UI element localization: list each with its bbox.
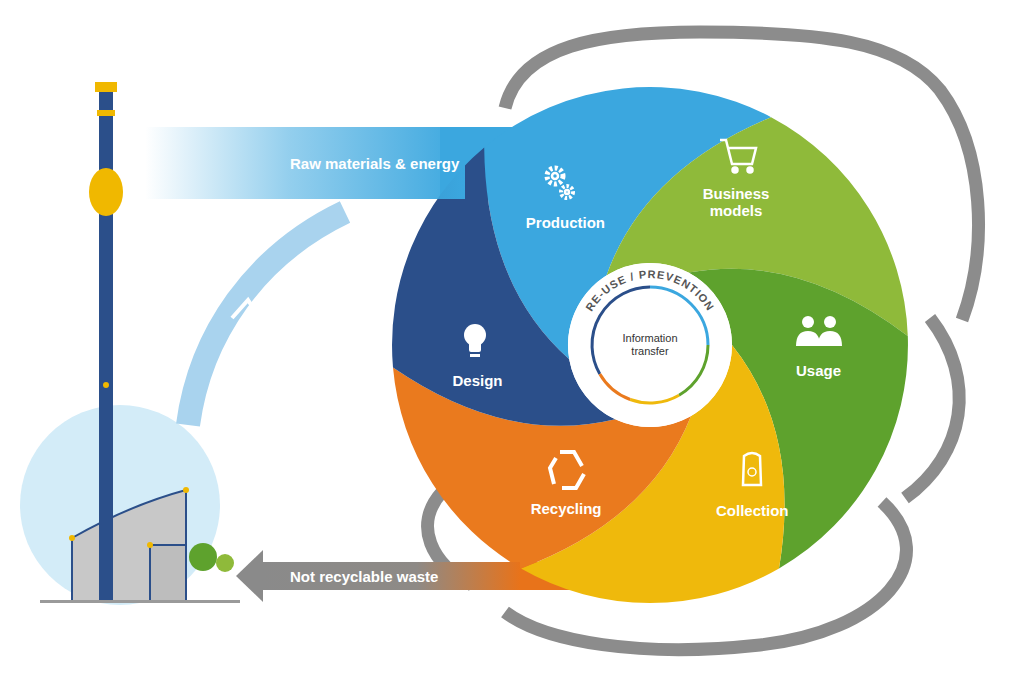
chimney-ring bbox=[97, 110, 115, 116]
ring-arc bbox=[679, 345, 708, 395]
label-text: Collection bbox=[716, 502, 789, 519]
label-text: Not recyclable waste bbox=[290, 568, 438, 585]
sector-label: Design bbox=[449, 369, 506, 392]
energy-return-arrow bbox=[188, 212, 345, 425]
people-icon bbox=[796, 316, 842, 346]
plant-halo bbox=[20, 405, 220, 605]
chimney bbox=[99, 82, 113, 602]
center-circle: RE-USE / PREVENTION Information transfer bbox=[565, 260, 735, 430]
bin-icon bbox=[743, 453, 761, 485]
tree bbox=[189, 543, 217, 571]
label-text: Usage bbox=[795, 362, 841, 379]
label-text: Production bbox=[525, 214, 605, 231]
sector-label: Recycling bbox=[528, 497, 605, 520]
ring-ground bbox=[568, 263, 732, 427]
sector-label: Usage bbox=[792, 359, 844, 382]
cart-icon bbox=[720, 140, 756, 173]
label-text: Design bbox=[452, 372, 503, 389]
chimney-cap bbox=[95, 82, 117, 92]
label-text: Recycling bbox=[531, 500, 602, 517]
plant-building bbox=[72, 490, 186, 602]
plant-light bbox=[69, 535, 75, 541]
ring-arc bbox=[630, 395, 679, 403]
ring-arc bbox=[600, 374, 630, 400]
energy-chevron bbox=[232, 300, 262, 322]
gears-icon bbox=[547, 168, 573, 198]
bulb-icon bbox=[464, 324, 486, 357]
center-text: Information transfer bbox=[605, 320, 695, 370]
input-band: Raw materials & energy bbox=[145, 127, 465, 199]
sector-label: Business models bbox=[688, 182, 784, 222]
ring-text: RE-USE / PREVENTION bbox=[583, 268, 717, 313]
spiral bbox=[392, 87, 908, 603]
label-text: Business models bbox=[691, 185, 781, 219]
plant-light bbox=[183, 487, 189, 493]
ring-text: RE-USE / PREVENTION bbox=[583, 268, 717, 313]
chimney-ball bbox=[89, 168, 123, 216]
plant-annex bbox=[150, 545, 186, 602]
energy-arrow-body bbox=[188, 212, 345, 425]
grey-loop-right bbox=[905, 318, 959, 498]
plant-light bbox=[103, 382, 109, 388]
label-text: Information transfer bbox=[605, 332, 695, 358]
ground bbox=[40, 600, 240, 603]
waste-band: Not recyclable waste bbox=[262, 562, 520, 590]
label-text: Raw materials & energy bbox=[290, 155, 459, 172]
plant-light bbox=[147, 542, 153, 548]
tree bbox=[216, 554, 234, 572]
recycle-icon bbox=[550, 452, 584, 488]
sector-label: Production bbox=[522, 211, 608, 234]
sector-label: Collection bbox=[713, 499, 792, 522]
waste-arrowhead bbox=[236, 550, 263, 602]
icons bbox=[464, 140, 842, 488]
